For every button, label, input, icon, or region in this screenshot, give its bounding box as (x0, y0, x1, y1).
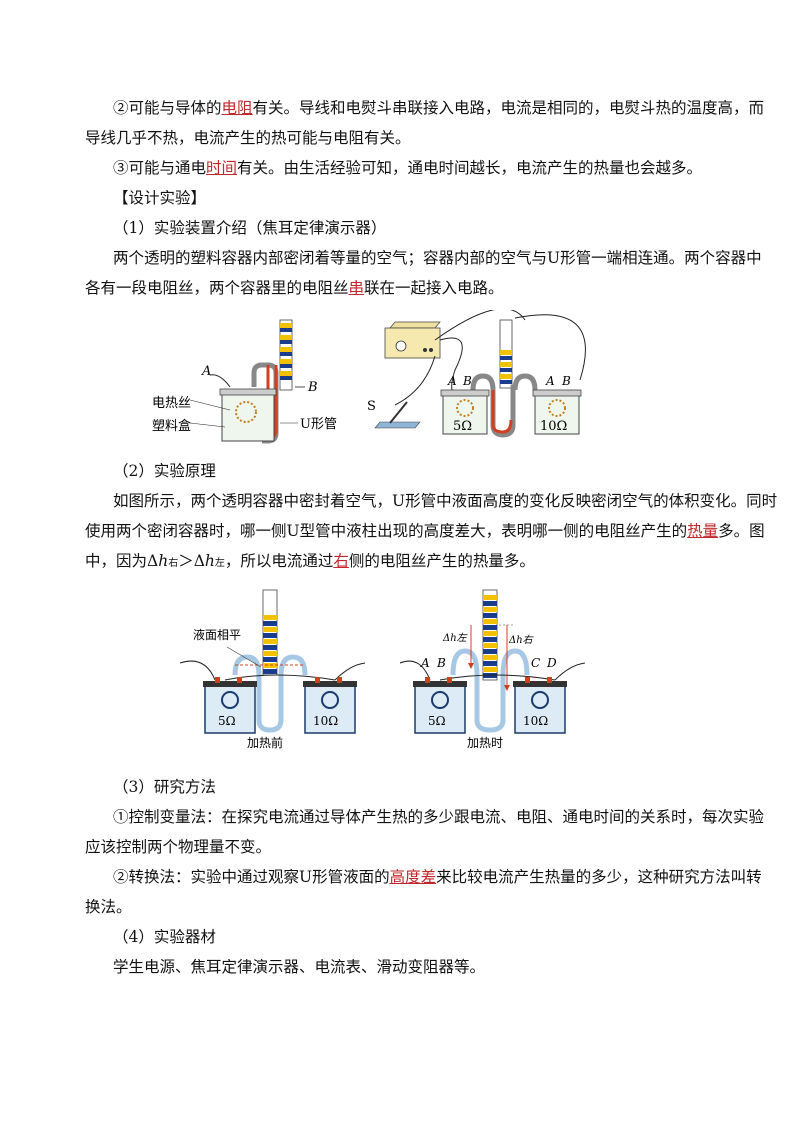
u-tube-icon (470, 373, 538, 438)
scale-ruler-icon (262, 589, 278, 676)
caption-before-heating: 加热前 (247, 735, 283, 750)
resistance-10-ohm: 10Ω (313, 714, 338, 728)
plastic-box-icon (219, 388, 277, 442)
label-d: D (546, 656, 557, 670)
resistance-5-ohm: 5Ω (428, 714, 446, 728)
figure-circuit: S A B A B 5Ω 10Ω (367, 310, 586, 438)
blank-heat: 热量 (687, 522, 719, 540)
resistance-10-ohm: 10Ω (523, 714, 548, 728)
para-principle-line2: 使用两个密闭容器时，哪一侧U型管中液柱出现的高度差大，表明哪一侧的电阻丝产生的热… (85, 522, 765, 540)
label-delta-h-left: Δh左 (442, 632, 468, 644)
scale-ruler-icon (279, 319, 293, 391)
label-u-tube: U形管 (300, 417, 337, 432)
u-tube-icon (232, 654, 308, 733)
blank-height-difference: 高度差 (389, 868, 437, 886)
label-plastic-box: 塑料盒 (152, 418, 191, 434)
label-level-equal: 液面相平 (193, 627, 241, 642)
figure-during-heating: A B C D Δh左 Δh右 5Ω 10Ω 加热时 (399, 589, 586, 750)
heading-method: （3）研究方法 (113, 778, 216, 796)
container-5-ohm-icon (413, 677, 467, 734)
scale-ruler-icon (499, 319, 513, 389)
blank-time: 时间 (206, 159, 238, 177)
heading-apparatus: （1）实验装置介绍（焦耳定律演示器） (113, 219, 387, 237)
label-a-right: A (545, 374, 555, 388)
label-b-right: B (561, 374, 571, 388)
container-10-ohm-icon (513, 677, 567, 734)
label-b-left: B (462, 374, 472, 388)
heading-principle: （2）实验原理 (113, 462, 216, 480)
para-resistance-line1: ②可能与导体的电阻有关。导线和电熨斗串联接入电路，电流是相同的，电熨斗热的温度高… (113, 99, 765, 117)
para-control-variable-line2: 应该控制两个物理量不变。 (85, 838, 272, 856)
container-10-ohm-icon (303, 677, 357, 734)
para-principle-line3: 中，因为Δh右＞Δh左，所以电流通过右侧的电阻丝产生的热量多。 (85, 552, 535, 570)
resistance-5-ohm: 5Ω (218, 714, 236, 728)
label-delta-h-right: Δh右 (508, 634, 535, 646)
blank-resistance: 电阻 (221, 99, 253, 117)
resistance-5-ohm: 5Ω (453, 419, 472, 434)
figure-single-container: A B 电热丝 塑料盒 U形管 (152, 319, 337, 444)
switch-icon (374, 401, 421, 429)
label-b: B (436, 656, 446, 670)
label-c: C (531, 656, 540, 670)
container-5-ohm-icon (440, 389, 490, 435)
para-control-variable-line1: ①控制变量法：在探究电流通过导体产生热的多少跟电流、电阻、通电时间的关系时，每次… (113, 808, 765, 826)
figure-before-heating: 液面相平 5Ω 10Ω 加热前 (179, 589, 366, 750)
para-apparatus-line2: 各有一段电阻丝，两个容器里的电阻丝串联在一起接入电路。 (85, 279, 504, 297)
para-time: ③可能与通电时间有关。由生活经验可知，通电时间越长，电流产生的热量也会越多。 (113, 159, 703, 177)
scale-ruler-icon (482, 589, 498, 681)
blank-series: 串 (348, 279, 365, 297)
label-heating-wire: 电热丝 (152, 396, 191, 411)
para-equipment: 学生电源、焦耳定律演示器、电流表、滑动变阻器等。 (113, 958, 486, 976)
para-principle-line1: 如图所示，两个透明容器中密封着空气，U形管中液面高度的变化反映密闭空气的体积变化… (113, 492, 778, 510)
label-a: A (420, 656, 430, 670)
para-resistance-line2: 导线几乎不热，电流产生的热可能与电阻有关。 (85, 129, 411, 147)
para-apparatus-line1: 两个透明的塑料容器内部密闭着等量的空气；容器内部的空气与U形管一端相连通。两个容… (113, 249, 762, 267)
container-10-ohm-icon (532, 389, 582, 435)
label-b: B (307, 380, 318, 395)
blank-right: 右 (333, 552, 349, 570)
caption-during-heating: 加热时 (467, 736, 503, 750)
label-a: A (201, 364, 211, 379)
para-conversion-line2: 换法。 (85, 898, 132, 916)
power-supply-icon (384, 321, 441, 359)
container-5-ohm-icon (203, 677, 257, 734)
heading-equipment: （4）实验器材 (113, 928, 216, 946)
para-conversion-line1: ②转换法：实验中通过观察U形管液面的高度差来比较电流产生热量的多少，这种研究方法… (113, 868, 762, 886)
resistance-10-ohm: 10Ω (540, 419, 567, 434)
label-a-left: A (447, 374, 457, 388)
heading-design: 【设计实验】 (113, 189, 207, 207)
label-switch-s: S (367, 399, 376, 414)
u-tube-icon (450, 648, 530, 733)
